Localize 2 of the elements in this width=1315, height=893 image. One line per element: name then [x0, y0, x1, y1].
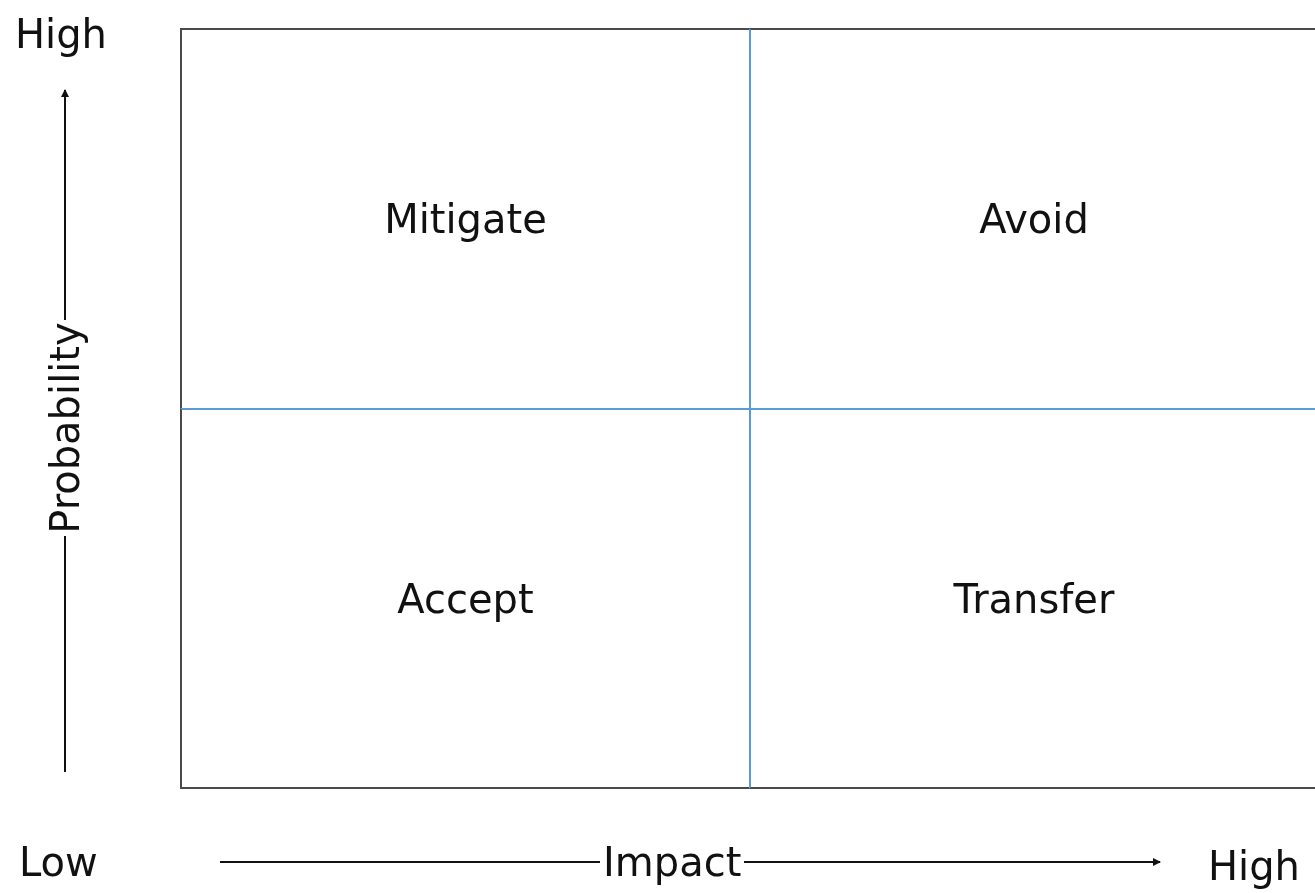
quadrant-cell: Accept — [180, 408, 751, 789]
quadrant-cell: Mitigate — [180, 28, 751, 410]
